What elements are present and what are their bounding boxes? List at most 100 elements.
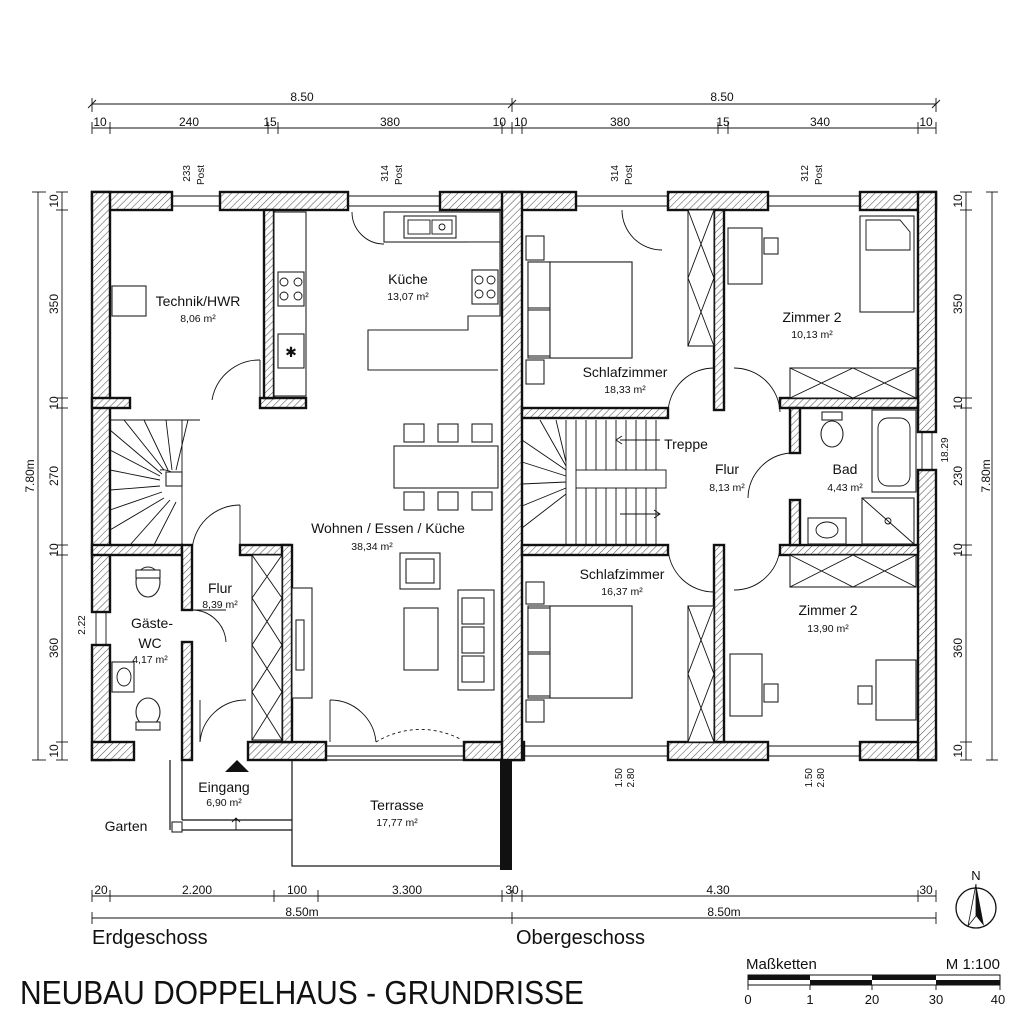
room-terrasse-area: 17,77 m² bbox=[376, 817, 418, 829]
room-garten-name: Garten bbox=[105, 818, 148, 834]
room-gaeste-name1: Gäste- bbox=[131, 615, 173, 631]
room-schlaf1-area: 18,33 m² bbox=[604, 384, 646, 396]
window-label-2a: 314 bbox=[380, 165, 391, 182]
top-seg-l1: 10 bbox=[93, 115, 107, 129]
left-seg-6: 360 bbox=[47, 638, 61, 658]
room-zimmer2a-area: 10,13 m² bbox=[791, 329, 833, 341]
legend-tick-0: 0 bbox=[744, 992, 751, 1007]
north-label: N bbox=[971, 868, 980, 883]
window-label-4a: 312 bbox=[800, 165, 811, 182]
left-seg-4: 270 bbox=[47, 466, 61, 486]
bottom-seg-l2: 2.200 bbox=[182, 883, 212, 897]
right-seg-6: 360 bbox=[951, 638, 965, 658]
room-eingang-name: Eingang bbox=[198, 779, 249, 795]
window-label-3a: 314 bbox=[610, 165, 621, 182]
room-zimmer2a-name: Zimmer 2 bbox=[782, 309, 841, 325]
upper-window-1a: 1.50 bbox=[614, 768, 625, 788]
top-total-left: 8.50 bbox=[290, 90, 314, 104]
left-side-label: 2.22 bbox=[77, 615, 88, 635]
window-label-1b: Post bbox=[196, 165, 207, 185]
bottom-total-left: 8.50m bbox=[285, 905, 318, 919]
left-seg-7: 10 bbox=[47, 744, 61, 758]
room-gaeste-name2: WC bbox=[138, 635, 161, 651]
left-seg-2: 350 bbox=[47, 294, 61, 314]
top-seg-l2: 240 bbox=[179, 115, 199, 129]
upper-window-2a: 1.50 bbox=[804, 768, 815, 788]
bottom-seg-r2: 30 bbox=[919, 883, 933, 897]
right-seg-5: 10 bbox=[951, 543, 965, 557]
windows bbox=[95, 195, 933, 757]
top-seg-r1: 10 bbox=[514, 115, 528, 129]
upper-window-1b: 2.80 bbox=[626, 768, 637, 788]
right-seg-7: 10 bbox=[951, 744, 965, 758]
room-technik-area: 8,06 m² bbox=[180, 313, 216, 325]
room-kueche-name: Küche bbox=[388, 271, 428, 287]
scale-legend: Maßketten M 1:100 0 1 20 30 40 bbox=[744, 956, 1005, 1007]
top-seg-r4: 340 bbox=[810, 115, 830, 129]
room-wohnen-name: Wohnen / Essen / Küche bbox=[311, 520, 465, 536]
bottom-seg-r1: 4.30 bbox=[706, 883, 730, 897]
right-seg-2: 350 bbox=[951, 294, 965, 314]
legend-tick-1: 1 bbox=[806, 992, 813, 1007]
snowflake-icon: ✱ bbox=[285, 344, 297, 360]
room-wohnen-area: 38,34 m² bbox=[351, 541, 393, 553]
room-flur-eg-area: 8,39 m² bbox=[202, 599, 238, 611]
right-seg-3: 10 bbox=[951, 396, 965, 410]
bottom-seg-l1: 20 bbox=[94, 883, 108, 897]
bottom-seg-l3: 100 bbox=[287, 883, 307, 897]
floor-label-ground: Erdgeschoss bbox=[92, 927, 208, 949]
legend-tick-4: 40 bbox=[991, 992, 1005, 1007]
north-arrow-icon: N bbox=[955, 868, 997, 929]
legend-scale: M 1:100 bbox=[946, 956, 1000, 973]
left-seg-3: 10 bbox=[47, 396, 61, 410]
entrance-arrow-icon bbox=[225, 760, 249, 772]
top-seg-l4: 380 bbox=[380, 115, 400, 129]
room-bad-area: 4,43 m² bbox=[827, 482, 863, 494]
legend-tick-2: 20 bbox=[865, 992, 879, 1007]
room-zimmer2b-area: 13,90 m² bbox=[807, 623, 849, 635]
window-label-2b: Post bbox=[394, 165, 405, 185]
left-seg-1: 10 bbox=[47, 194, 61, 208]
right-seg-1: 10 bbox=[951, 194, 965, 208]
left-total: 7.80m bbox=[23, 459, 37, 492]
room-gaeste-area: 4,17 m² bbox=[132, 654, 168, 666]
window-label-1a: 233 bbox=[182, 165, 193, 182]
room-zimmer2b-name: Zimmer 2 bbox=[798, 602, 857, 618]
room-labels: Technik/HWR 8,06 m² Küche 13,07 m² Wohne… bbox=[105, 271, 864, 834]
floor-label-upper: Obergeschoss bbox=[516, 927, 645, 949]
room-kueche-area: 13,07 m² bbox=[387, 291, 429, 303]
top-dimensions: 8.50 8.50 10 240 15 380 10 10 380 15 340… bbox=[87, 90, 941, 185]
upper-window-labels: 1.50 2.80 1.50 2.80 bbox=[614, 768, 827, 788]
room-flur-og-name: Flur bbox=[715, 461, 739, 477]
right-dimensions: 10 350 10 230 10 360 10 7.80m 18.29 bbox=[940, 191, 998, 761]
top-seg-l5: 10 bbox=[493, 115, 507, 129]
left-seg-5: 10 bbox=[47, 543, 61, 557]
legend-tick-3: 30 bbox=[929, 992, 943, 1007]
room-terrasse-name: Terrasse bbox=[370, 797, 424, 813]
right-side-label: 18.29 bbox=[940, 437, 951, 462]
room-flur-eg-name: Flur bbox=[208, 580, 232, 596]
og-furniture bbox=[521, 209, 917, 743]
top-seg-r5: 10 bbox=[919, 115, 933, 129]
room-flur-og-area: 8,13 m² bbox=[709, 482, 745, 494]
bottom-total-right: 8.50m bbox=[707, 905, 740, 919]
top-seg-l3: 15 bbox=[263, 115, 277, 129]
window-label-3b: Post bbox=[624, 165, 635, 185]
left-dimensions: 7.80m 10 350 10 270 10 360 10 2.22 bbox=[23, 191, 88, 761]
room-technik-name: Technik/HWR bbox=[156, 293, 241, 309]
room-schlaf2-name: Schlafzimmer bbox=[580, 566, 665, 582]
room-schlaf1-name: Schlafzimmer bbox=[583, 364, 668, 380]
bottom-dimensions: 20 2.200 100 3.300 30 4.30 30 8.50m 8.50… bbox=[91, 883, 937, 924]
walls bbox=[90, 190, 938, 762]
bottom-seg-l5: 30 bbox=[505, 883, 519, 897]
room-bad-name: Bad bbox=[833, 461, 858, 477]
legend-label: Maßketten bbox=[746, 956, 817, 973]
outside-area bbox=[169, 759, 512, 870]
page-title: NEUBAU DOPPELHAUS - GRUNDRISSE bbox=[20, 974, 584, 1011]
top-seg-r3: 15 bbox=[716, 115, 730, 129]
doors bbox=[191, 209, 791, 743]
window-label-4b: Post bbox=[814, 165, 825, 185]
top-total-right: 8.50 bbox=[710, 90, 734, 104]
upper-window-2b: 2.80 bbox=[816, 768, 827, 788]
